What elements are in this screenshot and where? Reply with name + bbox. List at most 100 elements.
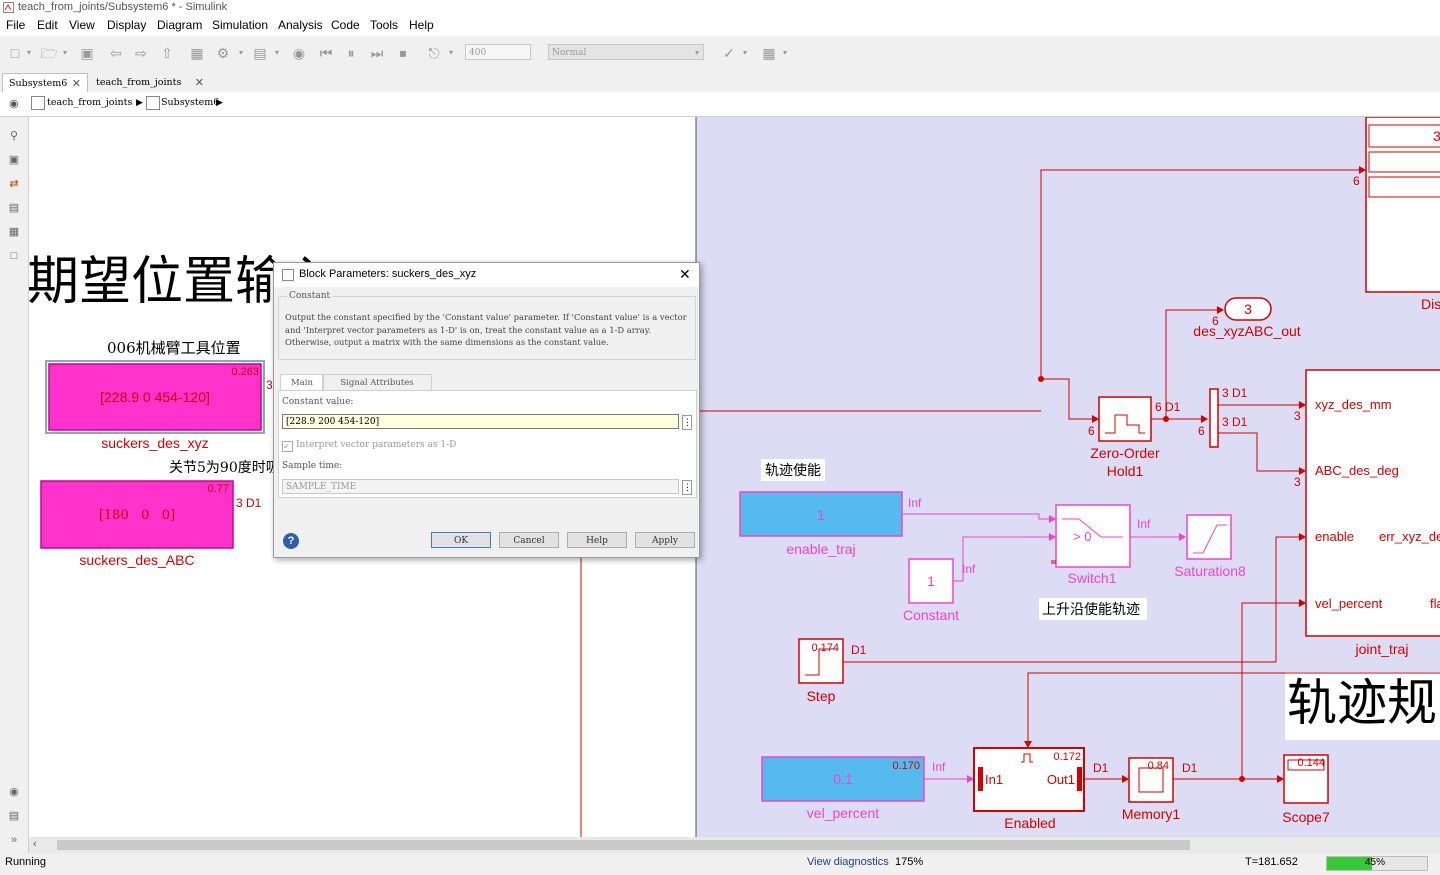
signal-line bbox=[1041, 378, 1092, 420]
interpret-checkbox[interactable]: ✓ bbox=[282, 441, 293, 452]
input-port-abc: ABC_des_deg bbox=[1315, 463, 1399, 478]
switch-block[interactable]: > 0 Switch1 Inf bbox=[1055, 504, 1151, 586]
new-dropdown-icon[interactable]: ▾ bbox=[26, 48, 31, 57]
scope-dropdown-icon[interactable]: ▾ bbox=[448, 48, 453, 57]
properties-icon[interactable]: ▤ bbox=[8, 810, 20, 822]
stop-icon[interactable]: ⏹ bbox=[399, 45, 407, 61]
display-block-dis[interactable]: 3 Dis bbox=[1365, 117, 1440, 312]
breadcrumb-item-model[interactable]: teach_from_joints bbox=[47, 97, 133, 108]
record-icon[interactable]: ◉ bbox=[292, 45, 306, 61]
forward-arrow-icon[interactable]: ⇨ bbox=[135, 45, 147, 61]
more-options-icon[interactable]: ⋮ bbox=[682, 480, 692, 495]
left-palette: ⚲ ▣ ⇄ ▤ ▦ □ ◉ ▤ » bbox=[0, 117, 29, 853]
area-icon[interactable]: □ bbox=[10, 250, 18, 262]
ok-button[interactable]: OK bbox=[431, 532, 491, 548]
apply-button[interactable]: Apply bbox=[635, 532, 695, 548]
help-button[interactable]: Help bbox=[567, 532, 627, 548]
menu-analysis[interactable]: Analysis bbox=[278, 18, 323, 32]
menu-code[interactable]: Code bbox=[331, 18, 360, 32]
back-arrow-icon[interactable]: ⇦ bbox=[110, 45, 122, 61]
up-arrow-icon[interactable]: ⇧ bbox=[161, 45, 173, 61]
step-forward-icon[interactable]: ⏭ bbox=[370, 45, 384, 61]
expand-icon[interactable]: » bbox=[10, 834, 18, 846]
constant-block-suckers-des-abc[interactable]: [180 0 0] 0.77 suckers_des_ABC 3 D1 bbox=[40, 480, 262, 568]
tab-teach-from-joints[interactable]: teach_from_joints✕ bbox=[90, 73, 210, 92]
open-dropdown-icon[interactable]: ▾ bbox=[62, 48, 67, 57]
constant-block-enable-traj[interactable]: 1 enable_traj Inf bbox=[739, 491, 922, 557]
constant-value: [180 0 0] bbox=[99, 508, 175, 523]
block-name: Constant bbox=[903, 607, 959, 623]
enabled-subsystem-block[interactable]: In1 Out1 0.172 Enabled D1 bbox=[973, 747, 1109, 831]
view-diagnostics-link[interactable]: View diagnostics bbox=[807, 856, 889, 868]
open-folder-icon[interactable]: 🗁 bbox=[40, 45, 58, 61]
tab-main[interactable]: Main bbox=[280, 374, 324, 391]
sample-rate-label: Inf bbox=[962, 562, 976, 576]
scroll-left-icon[interactable]: ‹ bbox=[33, 838, 37, 850]
camera-icon[interactable]: ◉ bbox=[9, 786, 19, 798]
model-advisor-icon[interactable]: ✓ bbox=[723, 45, 735, 61]
menu-tools[interactable]: Tools bbox=[370, 18, 399, 32]
menu-file[interactable]: File bbox=[6, 18, 26, 32]
menu-simulation[interactable]: Simulation bbox=[212, 18, 269, 32]
constant-block-suckers-des-xyz[interactable]: [228.9 0 454-120] 0.263 suckers_des_xyz … bbox=[45, 360, 273, 451]
close-icon[interactable]: ✕ bbox=[194, 76, 204, 89]
help-question-icon[interactable]: ? bbox=[283, 533, 299, 549]
scope-block[interactable]: 0.144 Scope7 bbox=[1282, 754, 1330, 825]
block-parameters-dialog: Block Parameters: suckers_des_xyz ✕ Cons… bbox=[273, 262, 700, 558]
horizontal-scrollbar[interactable]: ‹ bbox=[29, 837, 1440, 853]
menu-display[interactable]: Display bbox=[107, 18, 147, 32]
image-icon[interactable]: ▦ bbox=[8, 226, 20, 238]
outport-block[interactable]: 3 des_xyzABC_out bbox=[1193, 297, 1301, 339]
sample-time-label: 0.172 bbox=[1053, 751, 1081, 763]
port-dimension: 6 bbox=[1212, 314, 1219, 328]
tab-signal-attributes[interactable]: Signal Attributes bbox=[322, 374, 432, 391]
close-icon[interactable]: ✕ bbox=[71, 77, 81, 90]
sample-time-input[interactable]: SAMPLE_TIME bbox=[282, 479, 679, 494]
menu-diagram[interactable]: Diagram bbox=[157, 18, 203, 32]
joint-traj-subsystem[interactable]: xyz_des_mm ABC_des_deg enable vel_percen… bbox=[1294, 369, 1440, 657]
breadcrumb-item-subsystem[interactable]: Subsystem6 bbox=[161, 97, 220, 108]
step-block[interactable]: 0.174 Step D1 bbox=[798, 638, 867, 704]
model-canvas[interactable]: 期望位置输入 006机械臂工具位置 关节5为90度时吸 [228.9 0 454… bbox=[29, 117, 1440, 837]
new-model-icon[interactable]: □ bbox=[10, 45, 20, 61]
tab-subsystem6[interactable]: Subsystem6✕ bbox=[2, 73, 88, 92]
zero-order-hold-block[interactable]: Zero-Order Hold1 6 D1 bbox=[1090, 396, 1181, 479]
grid-dropdown-icon[interactable]: ▾ bbox=[782, 48, 787, 57]
pause-icon[interactable]: ⏸ bbox=[347, 45, 355, 61]
constant-block-vel-percent[interactable]: 0.1 0.170 vel_percent Inf bbox=[761, 756, 946, 821]
scope-icon[interactable]: ⎋ bbox=[428, 45, 440, 61]
advisor-dropdown-icon[interactable]: ▾ bbox=[742, 48, 747, 57]
cancel-button[interactable]: Cancel bbox=[499, 532, 559, 548]
save-icon[interactable]: ▣ bbox=[80, 45, 94, 61]
scrollbar-thumb[interactable] bbox=[57, 840, 1190, 850]
annotation-icon[interactable]: ▤ bbox=[8, 202, 20, 214]
step-back-icon[interactable]: ⏮ bbox=[319, 45, 333, 61]
progress-label: 45% bbox=[1365, 857, 1386, 868]
hide-explorer-icon[interactable]: ◉ bbox=[9, 98, 19, 110]
menu-help[interactable]: Help bbox=[409, 18, 434, 32]
grid-layout-icon[interactable]: ▦ bbox=[762, 45, 776, 61]
explorer-dropdown-icon[interactable]: ▾ bbox=[274, 48, 279, 57]
library-browser-icon[interactable]: ▦ bbox=[190, 45, 204, 61]
simulation-mode-select[interactable]: Normal▾ bbox=[548, 44, 704, 60]
tab-label: Subsystem6 bbox=[9, 78, 68, 89]
menu-view[interactable]: View bbox=[69, 18, 95, 32]
saturation-block[interactable]: Saturation8 bbox=[1174, 514, 1246, 579]
memory-block[interactable]: 0.84 Memory1 D1 bbox=[1122, 757, 1198, 822]
close-icon[interactable]: ✕ bbox=[679, 266, 691, 282]
constant-value: [228.9 0 454-120] bbox=[100, 389, 210, 405]
model-explorer-icon[interactable]: ▤ bbox=[253, 45, 267, 61]
zoom-icon[interactable]: ⚲ bbox=[9, 130, 19, 142]
demux-block[interactable]: 6 3 D1 3 D1 bbox=[1198, 386, 1248, 448]
config-dropdown-icon[interactable]: ▾ bbox=[238, 48, 243, 57]
subsystem-icon bbox=[146, 96, 160, 110]
fit-view-icon[interactable]: ▣ bbox=[8, 154, 20, 166]
breadcrumb: ◉ teach_from_joints ▶ Subsystem6 ▶ bbox=[0, 92, 1440, 117]
switch-condition: > 0 bbox=[1073, 529, 1091, 544]
menu-edit[interactable]: Edit bbox=[37, 18, 58, 32]
more-options-icon[interactable]: ⋮ bbox=[682, 415, 692, 430]
model-config-gear-icon[interactable]: ⚙ bbox=[216, 45, 230, 61]
constant-value-input[interactable]: [228.9 200 454-120] bbox=[282, 414, 679, 429]
arrow-icon[interactable]: ⇄ bbox=[9, 178, 19, 190]
stop-time-input[interactable]: 400 bbox=[465, 44, 531, 60]
